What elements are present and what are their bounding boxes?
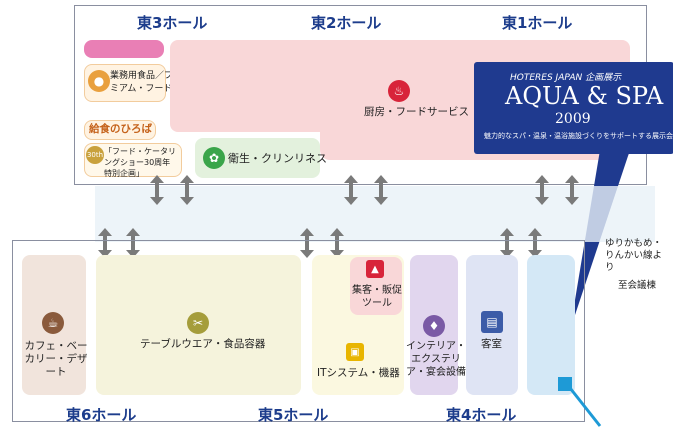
label-cafe: カフェ・ベーカリー・デザート — [24, 340, 88, 378]
hall-east4: 東4ホール — [446, 406, 517, 424]
access-conference: 至会議棟 — [618, 280, 657, 291]
arrow-5 — [535, 175, 549, 205]
hall-east3: 東3ホール — [137, 14, 208, 32]
label-hygiene: 衛生・クリンリネス — [228, 152, 327, 165]
interior-icon: ♦ — [423, 315, 445, 337]
label-kitchen: 厨房・フードサービス — [364, 106, 469, 118]
promo-icon: ▲ — [366, 260, 384, 278]
hall-east5: 東5ホール — [258, 406, 329, 424]
hall-east2: 東2ホール — [311, 14, 382, 32]
aqua-marker — [558, 377, 572, 391]
hall-east1: 東1ホール — [502, 14, 573, 32]
bottom-hall-block — [12, 240, 585, 422]
aqua-spa-sub: 魅力的なスパ・温泉・温浴施設づくりをサポートする展示会 — [484, 132, 673, 140]
label-interior: インテリア・エクステリア・宴会設備 — [406, 341, 466, 378]
arrow-6 — [565, 175, 579, 205]
access-line: ゆりかもめ・りんかい線より — [605, 238, 663, 273]
food-icon: ● — [88, 70, 110, 92]
hygiene-icon: ✿ — [203, 147, 225, 169]
arrow-3 — [344, 175, 358, 205]
label-tableware: テーブルウエア・食品容器 — [140, 338, 266, 350]
label-business-food: 業務用食品／プレミアム・フード — [110, 71, 183, 94]
arrow-4 — [374, 175, 388, 205]
arrow-1 — [150, 175, 164, 205]
aqua-line — [570, 388, 602, 427]
label-catering-show: 「フード・ケータリングショー30周年特別企画」 — [104, 147, 176, 178]
zone-food-plaza — [84, 120, 156, 140]
label-guestroom: 客室 — [481, 338, 502, 350]
label-promo: 集客・販促ツール — [352, 285, 402, 309]
tableware-icon: ✂ — [187, 312, 209, 334]
it-icon: ▣ — [346, 343, 364, 361]
kitchen-icon: ♨ — [388, 80, 410, 102]
zone-aqua-area — [527, 255, 575, 395]
aqua-spa-top: HOTERES JAPAN 企画展示 — [510, 73, 622, 83]
cafe-icon: ☕ — [42, 312, 64, 334]
label-food-plaza: 給食のひろば — [89, 123, 152, 135]
label-it: ITシステム・機器 — [317, 367, 400, 379]
guestroom-icon: ▤ — [481, 311, 503, 333]
zone-pink-bar — [84, 40, 164, 58]
aqua-spa-title: AQUA & SPA — [505, 82, 664, 110]
arrow-2 — [180, 175, 194, 205]
aqua-spa-year: 2009 — [555, 111, 591, 127]
badge-icon: 30th — [86, 146, 104, 164]
aqua-spa-box — [474, 62, 673, 154]
hall-east6: 東6ホール — [66, 406, 137, 424]
